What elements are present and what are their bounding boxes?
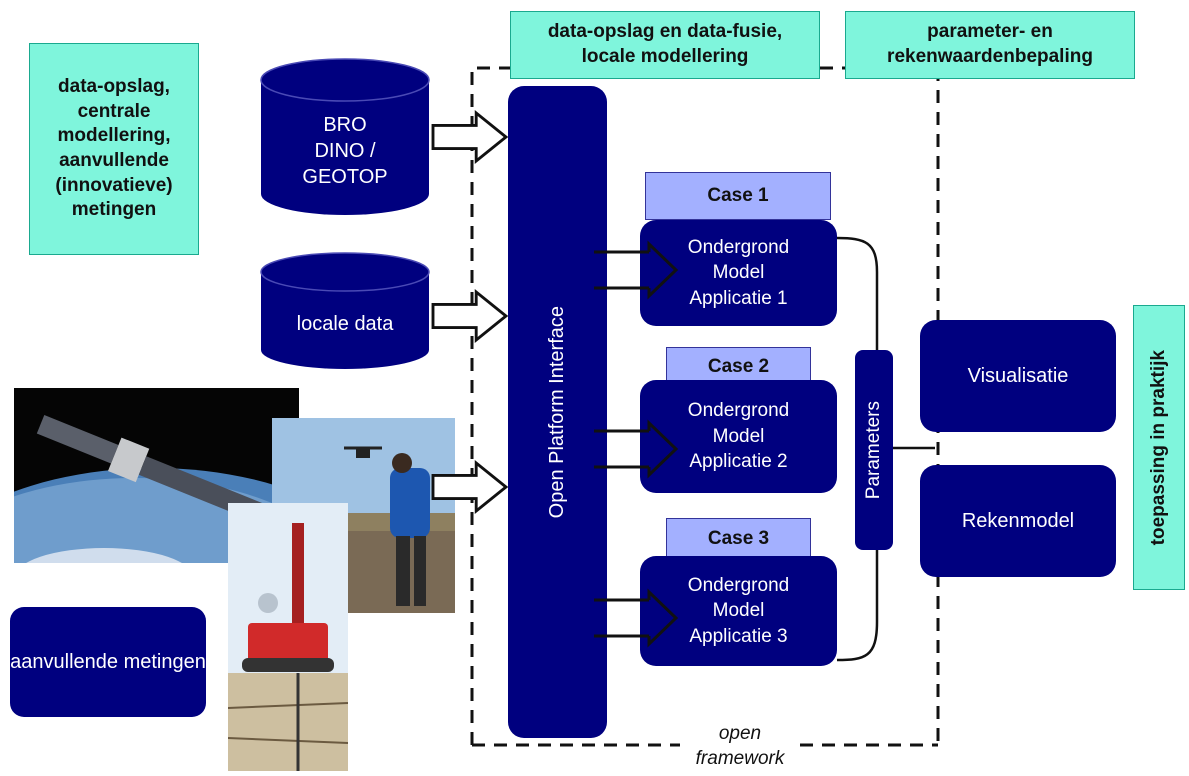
case-3-body: Ondergrond Model Applicatie 3 — [687, 574, 790, 647]
right-header-text: parameter- en rekenwaardenbepaling — [887, 21, 1093, 67]
case-1-body: Ondergrond Model Applicatie 1 — [687, 236, 790, 309]
side-header-box: toepassing in praktijk — [1133, 305, 1185, 590]
bro-cylinder-icon — [260, 58, 430, 215]
case-1-box: Ondergrond Model Applicatie 1 — [640, 220, 837, 326]
connector-lines — [836, 236, 935, 662]
left-header-text: data-opslag, centrale modellering, aanvu… — [55, 75, 173, 221]
parameters-bar: Parameters — [855, 350, 893, 550]
open-platform-interface: Open Platform Interface — [508, 86, 607, 738]
case-1-title: Case 1 — [707, 185, 769, 206]
case-3-box: Ondergrond Model Applicatie 3 — [640, 556, 837, 666]
middle-header-box: data-opslag en data-fusie, locale modell… — [510, 11, 820, 79]
locale-cylinder-icon — [260, 252, 430, 369]
open-platform-label: Open Platform Interface — [546, 305, 568, 519]
left-header-box: data-opslag, centrale modellering, aanvu… — [29, 43, 199, 255]
rekenmodel-label: Rekenmodel — [961, 509, 1075, 532]
middle-header-text: data-opslag en data-fusie, locale modell… — [547, 21, 783, 67]
case-3-title: Case 3 — [707, 528, 770, 549]
arrow-locale-icon — [431, 288, 509, 344]
bro-label: BRO DINO / GEOTOP — [302, 114, 388, 188]
rekenmodel-box: Rekenmodel — [920, 465, 1116, 577]
case-2-body: Ondergrond Model Applicatie 2 — [687, 400, 790, 473]
case-arrows — [594, 240, 679, 648]
case-1-header: Case 1 — [645, 172, 831, 220]
drilling-photo — [228, 503, 348, 771]
arrow-metingen-icon — [431, 459, 509, 515]
case-3-header: Case 3 — [666, 518, 811, 560]
parameters-label: Parameters — [863, 400, 885, 500]
right-header-box: parameter- en rekenwaardenbepaling — [845, 11, 1135, 79]
open-framework-label: open framework — [680, 722, 800, 772]
visualisatie-box: Visualisatie — [920, 320, 1116, 432]
case-2-box: Ondergrond Model Applicatie 2 — [640, 380, 837, 493]
side-header-text: toepassing in praktijk — [1147, 349, 1169, 546]
visualisatie-label: Visualisatie — [967, 364, 1069, 387]
aanvullende-metingen-label: aanvullende metingen — [10, 650, 206, 673]
locale-label: locale data — [296, 313, 394, 335]
case-2-title: Case 2 — [707, 356, 770, 377]
arrow-bro-icon — [431, 109, 509, 165]
aanvullende-metingen-box: aanvullende metingen — [10, 607, 206, 717]
